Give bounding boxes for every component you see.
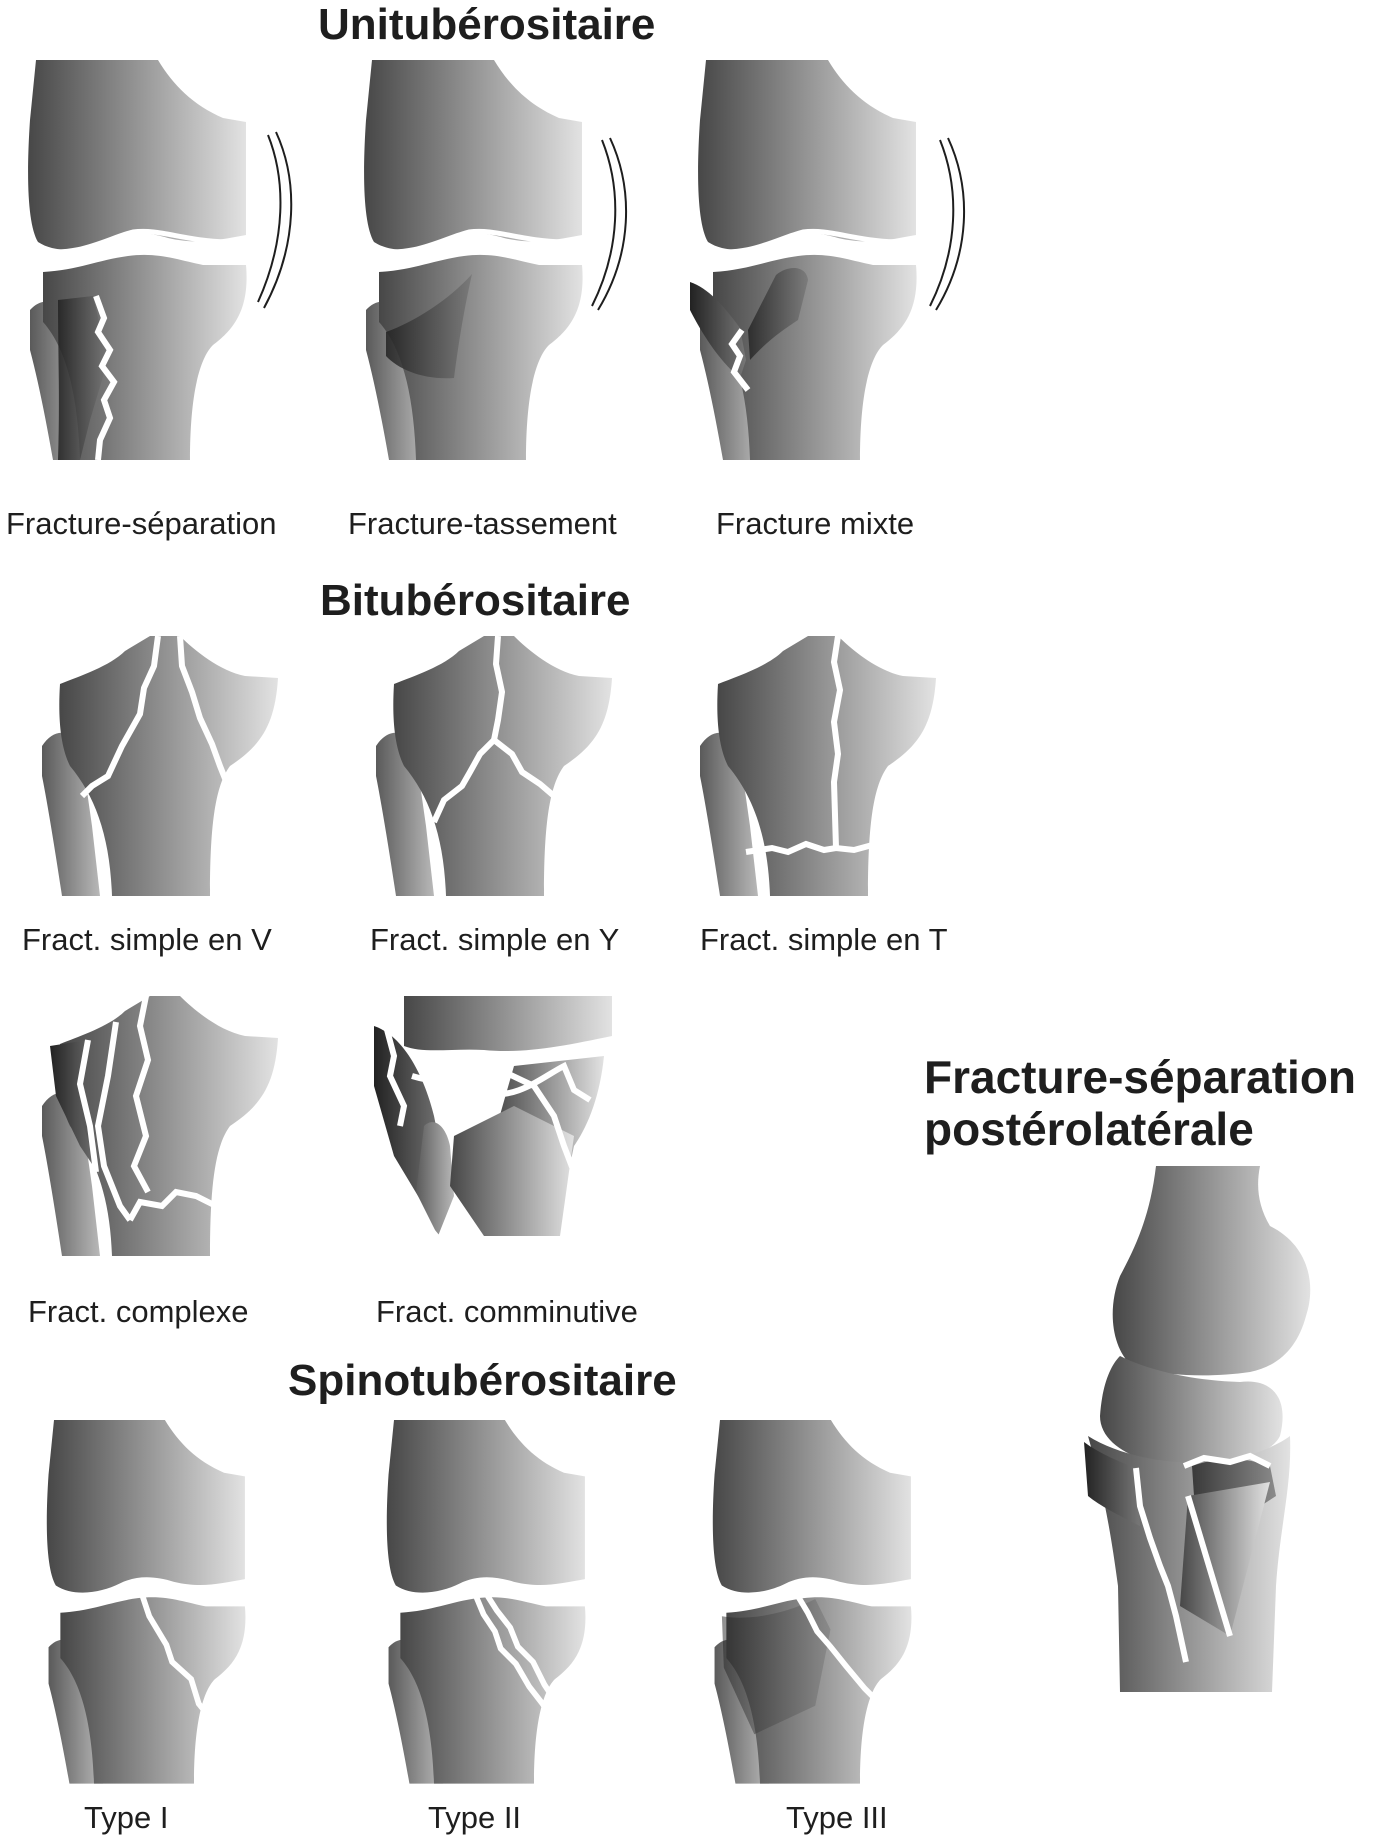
caption-type-i: Type I bbox=[84, 1800, 169, 1835]
type-i-figure bbox=[24, 1420, 324, 1820]
caption-fract-complexe: Fract. complexe bbox=[28, 1294, 249, 1329]
section-title-spinotuberositaire: Spinotubérositaire bbox=[288, 1356, 677, 1405]
fract-comminutive-figure bbox=[364, 996, 664, 1296]
fracture-mixte-figure bbox=[688, 60, 988, 500]
posterolateral-knee-figure bbox=[1080, 1166, 1320, 1696]
caption-type-iii: Type III bbox=[786, 1800, 888, 1835]
caption-fract-simple-t: Fract. simple en T bbox=[700, 922, 948, 957]
caption-fracture-tassement: Fracture-tassement bbox=[348, 506, 617, 541]
fracture-separation-figure bbox=[18, 60, 318, 500]
section-title-unituberositaire: Unitubérositaire bbox=[318, 0, 656, 49]
fract-complexe-figure bbox=[30, 996, 330, 1296]
caption-fract-simple-v: Fract. simple en V bbox=[22, 922, 272, 957]
fracture-tassement-figure bbox=[354, 60, 654, 500]
type-ii-figure bbox=[364, 1420, 664, 1820]
type-iii-figure bbox=[690, 1420, 990, 1820]
fract-simple-v-figure bbox=[30, 636, 330, 936]
caption-fract-comminutive: Fract. comminutive bbox=[376, 1294, 638, 1329]
title-posterolateral-line1: Fracture-séparation bbox=[924, 1051, 1357, 1103]
section-title-bituberositaire: Bitubérositaire bbox=[320, 576, 631, 625]
fract-simple-t-figure bbox=[688, 636, 988, 936]
caption-fracture-mixte: Fracture mixte bbox=[716, 506, 915, 541]
title-posterolateral-line2: postérolatérale bbox=[924, 1103, 1254, 1155]
fract-simple-y-figure bbox=[364, 636, 664, 936]
caption-type-ii: Type II bbox=[428, 1800, 522, 1835]
caption-fract-simple-y: Fract. simple en Y bbox=[370, 922, 620, 957]
caption-fracture-separation: Fracture-séparation bbox=[6, 506, 277, 541]
